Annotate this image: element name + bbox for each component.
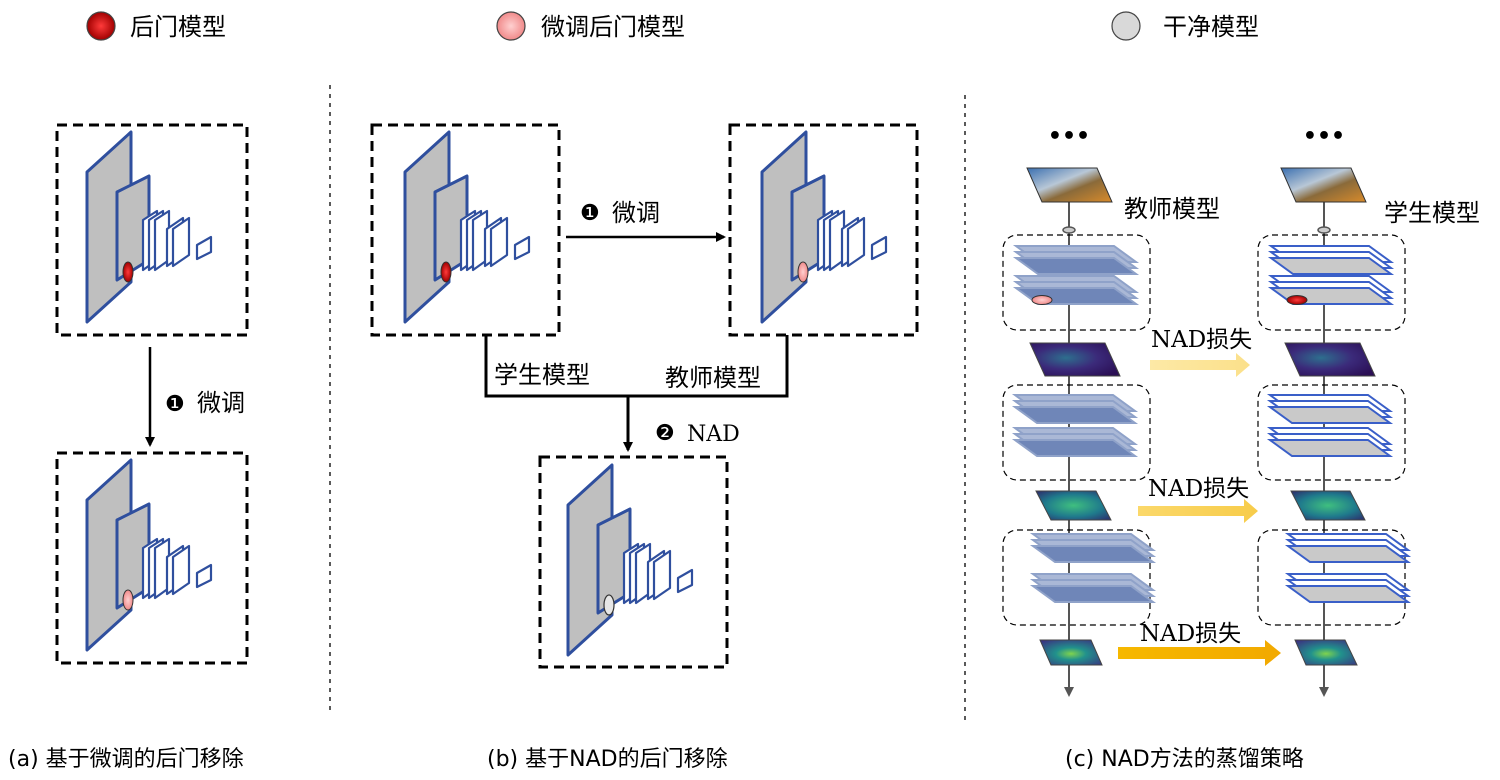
student-layer-2b <box>1266 427 1394 457</box>
teacher-attention-map-2 <box>1035 490 1112 521</box>
cnn-icon-backdoor-b <box>403 130 531 324</box>
student-backdoor-neuron <box>1286 295 1308 305</box>
finetuned-neuron-marker <box>122 589 134 611</box>
teacher-layer-2a <box>1011 394 1139 424</box>
nad-loss-label-3: NAD损失 <box>1140 621 1241 647</box>
panel-b-backdoor-model-frame <box>370 123 561 337</box>
slab-face <box>1266 406 1394 424</box>
cnn-layer <box>171 216 191 268</box>
panel-b-teacher-model-frame <box>728 123 919 337</box>
student-attention-map-1 <box>1284 342 1376 377</box>
student-layer-1a <box>1267 245 1395 275</box>
cnn-layer <box>652 549 672 601</box>
cnn-layer <box>195 235 213 261</box>
slab-face <box>1011 406 1139 424</box>
backdoor-neuron-marker <box>440 261 452 283</box>
nad-loss-arrow-1 <box>1150 353 1250 377</box>
student-attention-map-2 <box>1290 490 1366 521</box>
step1-label-a: 微调 <box>197 389 245 417</box>
caption-c: (c) NAD方法的蒸馏策略 <box>1065 747 1304 772</box>
panel-a-backdoor-model-frame <box>55 123 249 337</box>
slab-face <box>1029 585 1157 603</box>
cnn-layer <box>195 563 213 589</box>
legend: 后门模型 微调后门模型 干净模型 <box>86 11 1259 41</box>
teacher-ellipsis: ••• <box>1048 124 1090 149</box>
step1-marker-b: ❶ <box>580 201 600 226</box>
caption-a: (a) 基于微调的后门移除 <box>8 747 244 772</box>
cnn-icon-backdoor <box>85 130 213 324</box>
cnn-icon-finetuned <box>85 458 213 652</box>
teacher-connector <box>1062 226 1076 234</box>
clean-neuron-marker <box>603 594 615 616</box>
student-block-3 <box>1257 529 1406 626</box>
slab-face <box>1266 439 1394 457</box>
cnn-icon-nad-clean <box>566 463 694 657</box>
panel-a-finetuned-model-frame <box>55 451 249 665</box>
cnn-icon-teacher <box>760 130 888 324</box>
step1-marker-a: ❶ <box>165 392 185 417</box>
teacher-label-b: 教师模型 <box>665 364 761 392</box>
student-label-c: 学生模型 <box>1384 199 1480 227</box>
nad-loss-arrow-3 <box>1118 640 1281 666</box>
cnn-layer <box>870 235 888 261</box>
distill-bracket <box>484 335 789 398</box>
legend-backdoor-model: 后门模型 <box>130 13 226 41</box>
teacher-layer-2b <box>1011 427 1139 457</box>
step2-label: NAD <box>687 422 740 447</box>
caption-b: (b) 基于NAD的后门移除 <box>487 747 728 772</box>
legend-clean-model: 干净模型 <box>1163 13 1259 41</box>
student-layer-3b <box>1284 573 1412 603</box>
slab-face <box>1012 257 1140 275</box>
cnn-layer <box>489 216 509 268</box>
finetuned-neuron-marker <box>797 261 809 283</box>
cnn-layer <box>513 235 531 261</box>
legend-finetuned-backdoor-model: 微调后门模型 <box>541 13 685 41</box>
cnn-layer <box>171 544 191 596</box>
student-layer-2a <box>1266 394 1394 424</box>
teacher-layer-1a <box>1012 245 1140 275</box>
student-attention-map-3 <box>1294 639 1358 666</box>
step2-marker: ❷ <box>655 421 675 446</box>
slab-face <box>1284 545 1412 563</box>
slab-face <box>1267 257 1395 275</box>
slab-face <box>1011 439 1139 457</box>
teacher-finetuned-neuron <box>1031 295 1053 305</box>
teacher-block-2 <box>1002 384 1151 481</box>
student-block-2 <box>1257 384 1406 481</box>
student-layer-1b <box>1267 275 1395 305</box>
nad-loss-arrow-2 <box>1138 499 1258 523</box>
student-layer-3a <box>1284 533 1412 563</box>
student-connector <box>1317 226 1331 234</box>
backdoor-neuron-marker <box>122 261 134 283</box>
teacher-layer-3a <box>1029 533 1157 563</box>
teacher-block-1 <box>1002 234 1151 331</box>
clean-model-swatch <box>1111 11 1141 41</box>
teacher-label-c: 教师模型 <box>1124 195 1220 223</box>
student-ellipsis: ••• <box>1303 124 1345 149</box>
teacher-layer-1b <box>1012 275 1140 305</box>
finetuned-backdoor-model-swatch <box>496 11 526 41</box>
teacher-layer-3b <box>1029 573 1157 603</box>
teacher-input-image <box>1026 167 1113 203</box>
slab-face <box>1284 585 1412 603</box>
teacher-attention-map-3 <box>1039 639 1103 666</box>
nad-loss-label-2: NAD损失 <box>1148 476 1249 502</box>
panel-b-nad-model-frame <box>538 455 729 669</box>
slab-face <box>1029 545 1157 563</box>
student-label-b: 学生模型 <box>494 361 590 389</box>
teacher-attention-map-1 <box>1029 342 1121 377</box>
student-block-1 <box>1257 234 1406 331</box>
cnn-layer <box>846 216 866 268</box>
nad-loss-label-1: NAD损失 <box>1151 327 1252 353</box>
backdoor-model-swatch <box>86 11 116 41</box>
student-input-image <box>1280 167 1367 203</box>
cnn-layer <box>676 568 694 594</box>
panel-c: ••• ••• 教师模型 学生模型 <box>1002 124 1480 697</box>
step1-label-b: 微调 <box>612 199 660 227</box>
teacher-block-3 <box>1002 529 1151 626</box>
